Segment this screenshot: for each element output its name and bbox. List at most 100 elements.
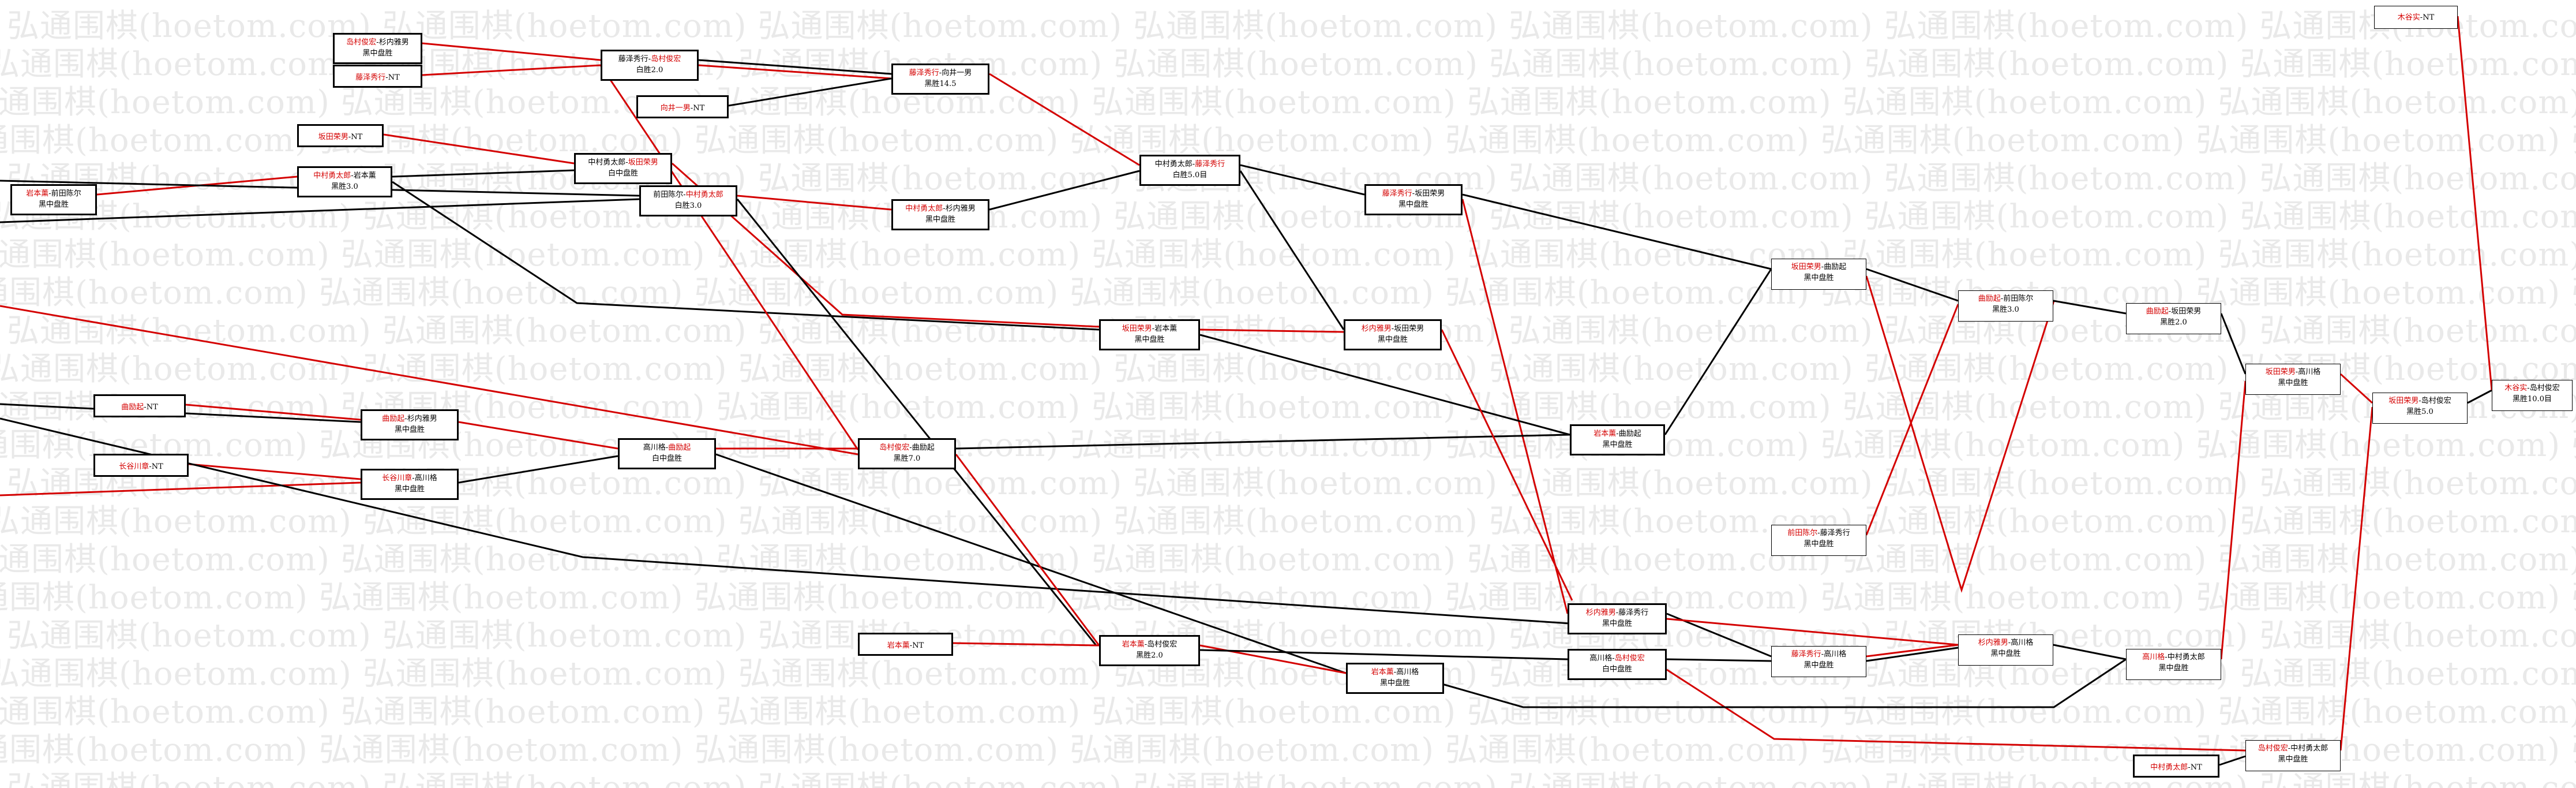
match-node: 曲励起-前田陈尔黑胜3.0: [1958, 290, 2053, 322]
match-node: 木谷实-NT: [2374, 6, 2458, 29]
bracket-link: [1240, 164, 1365, 196]
match-node: 藤泽秀行-向井一男黑胜14.5: [891, 64, 989, 95]
match-result: 黑中盘胜: [1990, 649, 2021, 658]
bracket-link: [2467, 389, 2492, 404]
match-node: 杉内雅男-藤泽秀行黑中盘胜: [1568, 603, 1667, 634]
player-1: 藤泽秀行: [355, 73, 386, 82]
player-1: 岩本薰: [1122, 640, 1145, 649]
player-1: 中村勇太郎: [313, 171, 351, 180]
player-1: 杉内雅男: [1978, 638, 2008, 647]
match-node: 岩本薰-高川格黑中盘胜: [1346, 663, 1444, 694]
bracket-link: [458, 421, 618, 450]
bracket-link: [989, 73, 1140, 166]
match-node: 藤泽秀行-坂田荣男黑中盘胜: [1364, 184, 1463, 215]
match-node: 中村勇太郎-岩本薰黑胜3.0: [297, 166, 392, 197]
player-1: 藤泽秀行: [1791, 650, 1821, 659]
match-node: 木谷实-岛村俊宏黑胜10.0目: [2492, 380, 2573, 411]
bracket-link: [715, 453, 1347, 674]
bracket-link: [185, 404, 361, 421]
match-result: 黑中盘胜: [394, 485, 425, 494]
match-node: 岩本薰-NT: [858, 633, 953, 656]
match-node: 曲励起-坂田荣男黑胜2.0: [2126, 303, 2221, 334]
match-node: 高川格-岛村俊宏白中盘胜: [1568, 649, 1667, 680]
bracket-link: [2220, 313, 2247, 375]
bracket-link: [0, 198, 640, 223]
match-result: 黑中盘胜: [1803, 540, 1834, 548]
match-node: 前田陈尔-藤泽秀行黑中盘胜: [1771, 525, 1866, 556]
player-1: 岛村俊宏: [346, 38, 377, 47]
bracket-link: [1666, 669, 2246, 752]
match-result: 黑胜5.0: [2406, 408, 2433, 416]
bracket-link: [1199, 649, 1568, 660]
player-2: NT: [351, 133, 363, 141]
match-node: 中村勇太郎-NT: [2133, 755, 2219, 778]
player-1: 坂田荣男: [2265, 368, 2296, 376]
player-2: 杉内雅男: [407, 414, 437, 423]
match-result: 白胜3.0: [674, 201, 702, 210]
player-2: 坂田荣男: [628, 158, 658, 167]
match-node: 中村勇太郎-杉内雅男黑中盘胜: [891, 199, 989, 230]
match-node: 岩本薰-前田陈尔黑中盘胜: [10, 184, 97, 215]
bracket-link: [2457, 16, 2493, 391]
player-1: 中村勇太郎: [905, 204, 943, 213]
player-1: 曲励起: [2146, 307, 2169, 316]
match-result: 白中盘胜: [651, 454, 682, 463]
player-2: NT: [388, 73, 400, 82]
match-node: 长谷川章-高川格黑中盘胜: [361, 469, 459, 500]
player-2: NT: [146, 403, 158, 412]
bracket-link: [1666, 618, 1959, 646]
player-1: 中村勇太郎: [1154, 160, 1193, 169]
player-2: NT: [2190, 763, 2202, 772]
player-2: 曲励起: [668, 443, 691, 452]
bracket-link: [1199, 334, 1570, 436]
bracket-link: [422, 42, 601, 61]
player-2: 高川格: [2011, 638, 2034, 647]
player-2: 中村勇太郎: [2290, 744, 2328, 753]
match-result: 黑胜10.0目: [2513, 395, 2552, 404]
bracket-link: [1199, 328, 1344, 333]
player-2: 坂田荣男: [2171, 307, 2202, 316]
match-node: 藤泽秀行-岛村俊宏白胜2.0: [601, 50, 699, 81]
match-result: 黑中盘胜: [2278, 379, 2308, 387]
bracket-link: [1442, 658, 2127, 708]
player-2: NT: [151, 462, 163, 471]
player-2: 向井一男: [942, 69, 972, 77]
match-result: 白中盘胜: [608, 169, 638, 178]
match-node: 坂田荣男-岛村俊宏黑胜5.0: [2372, 393, 2468, 424]
bracket-link: [458, 455, 618, 484]
bracket-link: [2053, 300, 2127, 315]
match-result: 白中盘胜: [1602, 665, 1632, 674]
bracket-link: [383, 133, 575, 165]
match-node: 坂田荣男-岩本薰黑中盘胜: [1099, 319, 1200, 350]
match-node: 向井一男-NT: [636, 95, 729, 118]
player-1: 杉内雅男: [1585, 608, 1616, 617]
bracket-link: [736, 199, 1097, 646]
player-2: 藤泽秀行: [1618, 608, 1649, 617]
match-node: 曲励起-杉内雅男黑中盘胜: [361, 409, 459, 440]
bracket-link: [1866, 647, 1959, 662]
bracket-link: [737, 195, 892, 211]
bracket-link: [728, 77, 892, 107]
bracket-link: [599, 65, 859, 450]
player-1: 高川格: [1589, 654, 1613, 663]
match-node: 坂田荣男-高川格黑中盘胜: [2245, 364, 2341, 395]
match-result: 黑中盘胜: [1398, 200, 1428, 209]
player-1: 高川格: [2142, 653, 2165, 662]
player-2: 岛村俊宏: [651, 55, 681, 64]
match-node: 岩本薰-岛村俊宏黑胜2.0: [1099, 635, 1200, 666]
match-result: 黑中盘胜: [362, 49, 393, 58]
match-node: 高川格-曲励起白中盘胜: [618, 438, 716, 469]
bracket-link: [188, 463, 361, 480]
player-1: 曲励起: [121, 403, 144, 412]
player-1: 中村勇太郎: [2150, 763, 2188, 772]
player-1: 藤泽秀行: [909, 69, 939, 77]
match-node: 岛村俊宏-杉内雅男黑中盘胜: [333, 33, 422, 64]
match-result: 白胜5.0目: [1172, 171, 1208, 180]
player-1: 前田陈尔: [1787, 529, 1818, 537]
player-2: 岩本薰: [353, 171, 376, 180]
bracket-link: [0, 417, 1570, 625]
bracket-link: [1239, 170, 1345, 330]
match-node: 岛村俊宏-中村勇太郎黑中盘胜: [2245, 740, 2341, 771]
match-node: 岩本薰-曲励起黑中盘胜: [1570, 424, 1665, 455]
player-2: 坂田荣男: [1415, 189, 1445, 198]
